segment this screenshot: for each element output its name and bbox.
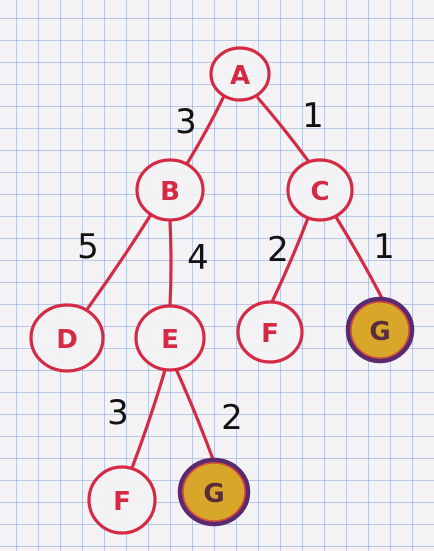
node-circle [286,158,354,222]
node-label: G [369,317,390,347]
goal-node-inner-ring [350,301,410,359]
edge-weight-a-c: 1 [302,96,324,136]
node-label: G [203,479,224,509]
edge-e-f [130,368,167,470]
node-circle [29,303,105,373]
edge-b-d [86,214,152,310]
edge-weight-b-d: 5 [77,227,99,267]
nodes-layer: A B C D E F G F G [29,46,415,535]
edge-a-c [256,96,311,164]
node-e: E [134,304,206,372]
node-b: B [135,158,205,222]
goal-node-g: G [345,296,415,364]
node-label: C [310,177,329,207]
edge-weight-a-b: 3 [175,102,197,142]
edge-weights-layer: 3 1 5 4 2 1 3 2 [77,96,395,438]
goal-node-circle [177,457,251,527]
edges-layer [86,96,385,470]
edge-a-b [186,96,225,164]
goal-node-g: G [177,457,251,527]
goal-node-circle [345,296,415,364]
edge-weight-e-f: 3 [107,393,129,433]
edge-c-g [334,215,385,302]
goal-node-inner-ring [182,462,246,522]
edge-weight-e-g: 2 [221,398,243,438]
edge-e-g [174,367,216,464]
node-label: D [56,325,78,355]
node-circle [134,304,206,372]
node-circle [209,46,271,102]
node-circle [87,465,157,535]
node-circle [135,158,205,222]
node-f: F [236,300,304,364]
edge-weight-c-f: 2 [267,230,289,270]
node-circle [236,300,304,364]
node-a: A [209,46,271,102]
node-label: B [160,177,180,207]
node-label: E [161,325,179,355]
node-c: C [286,158,354,222]
node-d: D [29,303,105,373]
node-label: A [230,61,250,91]
node-f: F [87,465,157,535]
edge-b-e [168,219,173,308]
edge-weight-b-e: 4 [187,238,209,278]
edge-c-f [270,216,310,304]
edge-weight-c-g: 1 [373,227,395,267]
node-label: F [261,319,279,349]
node-label: F [113,487,131,517]
